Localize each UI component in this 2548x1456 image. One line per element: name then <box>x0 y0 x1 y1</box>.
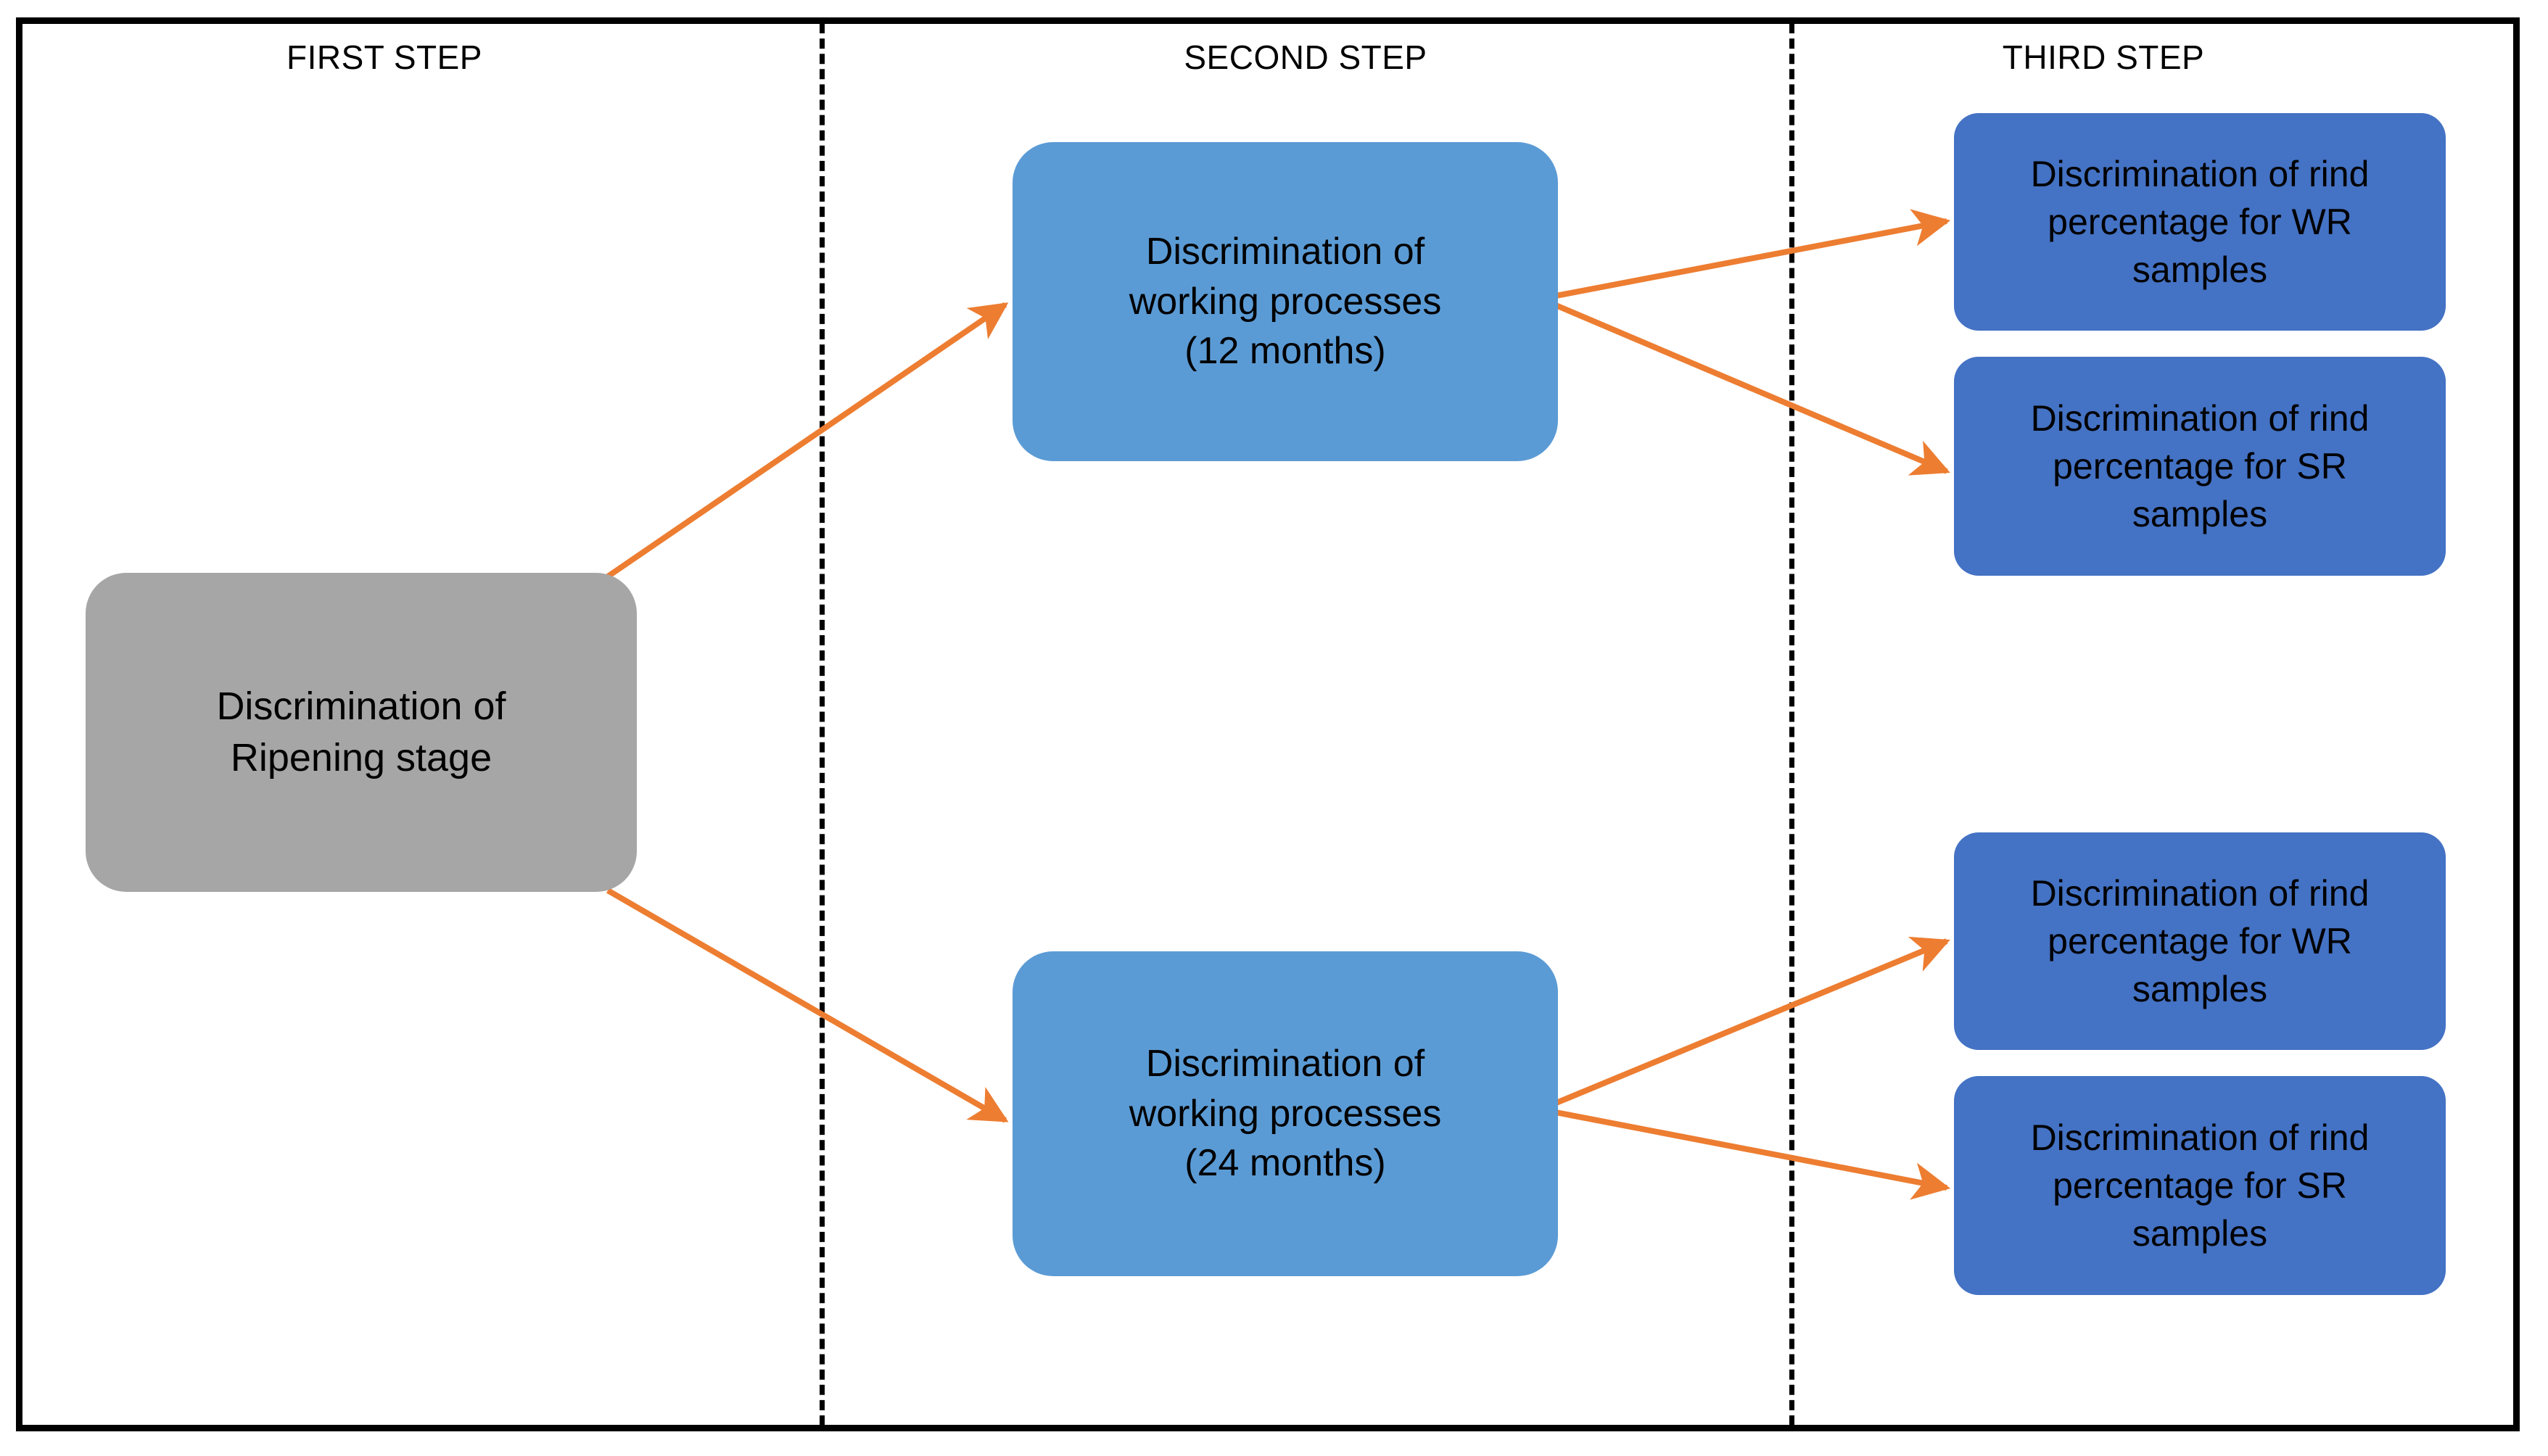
node-discrimination-ripening-stage[interactable]: Discrimination of Ripening stage <box>86 573 637 892</box>
node-working-processes-24-months[interactable]: Discrimination of working processes (24 … <box>1013 951 1558 1276</box>
step-divider-first-second <box>820 23 825 1426</box>
node-rind-percentage-wr-24[interactable]: Discrimination of rind percentage for WR… <box>1954 832 2446 1050</box>
node-working-processes-12-months[interactable]: Discrimination of working processes (12 … <box>1013 142 1558 461</box>
step-header-first: FIRST STEP <box>286 38 482 76</box>
node-rind-percentage-wr-12[interactable]: Discrimination of rind percentage for WR… <box>1954 113 2446 331</box>
node-rind-percentage-sr-12[interactable]: Discrimination of rind percentage for SR… <box>1954 357 2446 576</box>
step-header-second: SECOND STEP <box>1184 38 1427 76</box>
step-header-third: THIRD STEP <box>2002 38 2205 76</box>
node-rind-percentage-sr-24[interactable]: Discrimination of rind percentage for SR… <box>1954 1076 2446 1295</box>
step-divider-second-third <box>1789 23 1794 1426</box>
